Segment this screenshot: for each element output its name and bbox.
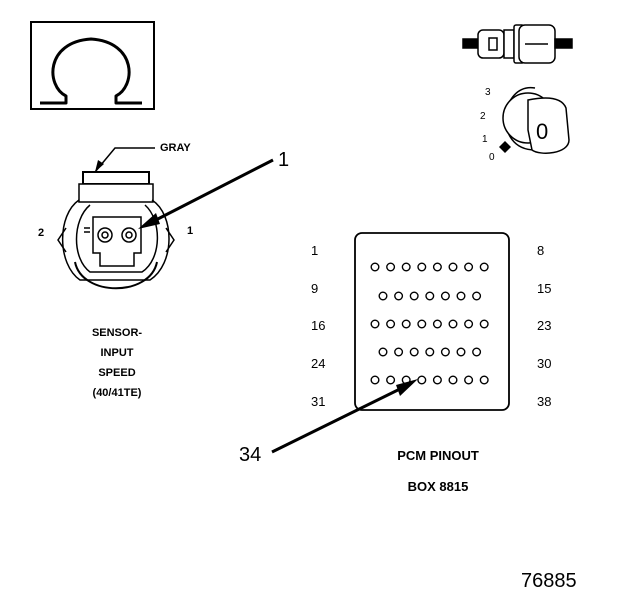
pcm-pin-hole (464, 375, 474, 385)
pcm-pinout-box (354, 232, 510, 411)
sensor-pin-2-label: 2 (38, 227, 44, 239)
pcm-pin-hole (479, 319, 489, 329)
pcm-pin-hole (425, 291, 435, 301)
sensor-caption-line-1: SENSOR- (92, 327, 142, 339)
pcm-row-4-left-label: 24 (311, 356, 325, 371)
pcm-pin-hole (370, 262, 380, 272)
connector-icon (462, 24, 573, 64)
sensor-connector (57, 171, 175, 290)
sensor-caption-line-3: SPEED (98, 367, 135, 379)
sensor-caption: SENSOR- INPUT SPEED (40/41TE) (92, 327, 142, 399)
pcm-pin-hole (464, 319, 474, 329)
pcm-row-3-left-label: 16 (311, 318, 325, 333)
pcm-row-3-right-label: 23 (537, 318, 551, 333)
pcm-row-4-right-label: 30 (537, 356, 551, 371)
pcm-pin-hole (386, 319, 396, 329)
pcm-pin-hole (417, 262, 427, 272)
wire-color-callout: GRAY (94, 142, 191, 173)
pcm-pin-hole (479, 262, 489, 272)
pcm-pin-hole (370, 375, 380, 385)
pcm-pin-hole (479, 375, 489, 385)
ignition-position-1: 1 (482, 134, 488, 145)
pcm-row-2-left-label: 9 (311, 281, 318, 296)
pcm-pin-hole (394, 347, 404, 357)
pcm-row-5-left-label: 31 (311, 394, 325, 409)
pcm-caption-line-1: PCM PINOUT (397, 448, 479, 463)
pcm-pin-hole (440, 291, 450, 301)
pcm-pin-hole (432, 262, 442, 272)
pcm-row-1-right-label: 8 (537, 243, 544, 258)
pcm-pin-hole (409, 347, 419, 357)
sensor-caption-line-2: INPUT (101, 347, 134, 359)
pcm-pin-hole (448, 375, 458, 385)
pcm-pin-holes (370, 262, 489, 385)
pcm-pin-hole (378, 291, 388, 301)
sensor-pin-1-label: 1 (187, 225, 193, 237)
callout-1-label: 1 (278, 149, 289, 171)
ignition-key-label: 0 (536, 119, 548, 144)
pcm-pin-hole (432, 319, 442, 329)
callout-1: 1 (138, 149, 289, 229)
ignition-switch-icon: 3 2 1 0 0 (480, 87, 570, 163)
pcm-row-5-right-label: 38 (537, 394, 551, 409)
figure-number: 76885 (521, 570, 577, 592)
sensor-caption-line-4: (40/41TE) (93, 387, 142, 399)
pcm-row-1-left-label: 1 (311, 243, 318, 258)
callout-34: 34 (239, 379, 418, 466)
pcm-pin-hole (401, 262, 411, 272)
pcm-pin-hole (378, 347, 388, 357)
pcm-pin-hole (401, 319, 411, 329)
pcm-pin-hole (456, 347, 466, 357)
pcm-pin-hole (448, 319, 458, 329)
pcm-pin-hole (440, 347, 450, 357)
pcm-pin-hole (472, 291, 482, 301)
ohm-symbol-box (30, 21, 155, 110)
pcm-pin-hole (472, 347, 482, 357)
ignition-position-0: 0 (489, 152, 495, 163)
pcm-pin-hole (394, 291, 404, 301)
callout-34-label: 34 (239, 444, 261, 466)
pcm-pin-hole (425, 347, 435, 357)
pcm-pin-hole (456, 291, 466, 301)
ignition-position-3: 3 (485, 87, 491, 98)
ignition-position-2: 2 (480, 111, 486, 122)
pcm-pin-hole (370, 319, 380, 329)
pcm-pin-hole (386, 262, 396, 272)
pcm-pin-hole (409, 291, 419, 301)
ohm-icon (40, 37, 142, 105)
pcm-pin-hole (448, 262, 458, 272)
pcm-pin-hole (432, 375, 442, 385)
pcm-row-2-right-label: 15 (537, 281, 551, 296)
wire-color-label: GRAY (160, 142, 191, 154)
pcm-pin-hole (386, 375, 396, 385)
pcm-pin-hole (417, 375, 427, 385)
pcm-pin-hole (417, 319, 427, 329)
pcm-caption-line-2: BOX 8815 (408, 479, 469, 494)
pcm-pin-hole (464, 262, 474, 272)
